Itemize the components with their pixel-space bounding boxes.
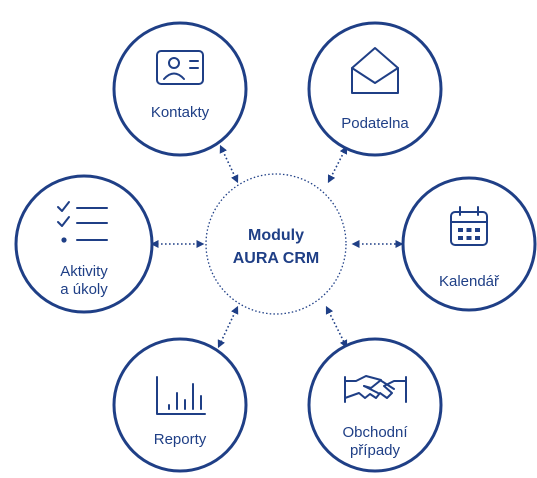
bar-chart-icon: [156, 376, 206, 415]
module-kalendar[interactable]: Kalendář: [401, 176, 537, 312]
center-circle: [205, 173, 347, 315]
checklist-icon: [57, 201, 108, 243]
module-obchodni-label-line2: případy: [350, 442, 401, 459]
module-aktivity[interactable]: Aktivity a úkoly: [14, 174, 154, 314]
contact-card-icon: [156, 50, 204, 85]
connector-obchodni: [325, 305, 348, 349]
center-node: Moduly AURA CRM: [205, 173, 347, 315]
connectors: [150, 144, 404, 349]
connector-reporty: [217, 305, 239, 349]
center-title-line1: Moduly: [248, 227, 304, 244]
calendar-icon: [450, 206, 488, 246]
envelope-icon: [351, 47, 399, 94]
connector-kontakty: [219, 144, 239, 184]
module-podatelna[interactable]: Podatelna: [307, 21, 443, 157]
module-aktivity-label-line2: a úkoly: [60, 281, 108, 298]
module-obchodni-label-line1: Obchodní: [342, 424, 408, 441]
module-kalendar-label: Kalendář: [439, 273, 500, 290]
module-kontakty-label: Kontakty: [151, 104, 210, 121]
module-obchodni[interactable]: Obchodní případy: [307, 337, 443, 473]
module-aktivity-label-line1: Aktivity: [60, 263, 108, 280]
module-kontakty[interactable]: Kontakty: [112, 21, 248, 157]
module-reporty[interactable]: Reporty: [112, 337, 248, 473]
module-podatelna-label: Podatelna: [341, 115, 409, 132]
module-reporty-label: Reporty: [154, 431, 207, 448]
handshake-icon: [344, 375, 407, 403]
center-title-line2: AURA CRM: [233, 250, 320, 267]
connector-podatelna: [327, 145, 348, 184]
